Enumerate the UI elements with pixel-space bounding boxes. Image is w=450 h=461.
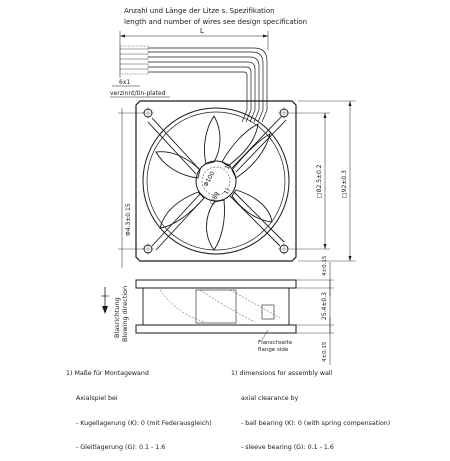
width-dimensions bbox=[290, 100, 356, 262]
blowing-direction-arrow bbox=[101, 287, 109, 314]
bore-diameter-label: □89 bbox=[209, 191, 222, 206]
notes-english: 1) dimensions for assembly wall axial cl… bbox=[231, 354, 390, 461]
lower-flange-label: 4±0.15 bbox=[322, 341, 328, 362]
note-en-line: axial clearance by bbox=[241, 395, 299, 403]
frame-struts bbox=[147, 115, 287, 251]
wire-pitch-label: 6x1 bbox=[119, 79, 130, 86]
total-height-label: 25.4±0.3 bbox=[321, 292, 328, 320]
fan-side-view bbox=[135, 279, 297, 334]
length-dimension bbox=[119, 31, 269, 78]
inner-width-label: □82.5±0.2 bbox=[316, 164, 323, 198]
flange-side-de: Flanschseite bbox=[258, 340, 293, 346]
hole-diameter-label: Φ4.3±0.15 bbox=[125, 203, 132, 236]
fan-blades bbox=[155, 115, 273, 251]
fan-technical-drawing: Anzahl und Länge der Litze s. Spezifikat… bbox=[101, 7, 356, 365]
note-de-line: - Gleitlagerung (G): 0.1 - 1.6 bbox=[76, 444, 166, 452]
side-dimensions bbox=[296, 262, 334, 365]
tinned-label: verzinnt/tin-plated bbox=[110, 90, 166, 97]
header-line-de: Anzahl und Länge der Litze s. Spezifikat… bbox=[124, 7, 275, 15]
mounting-hole bbox=[278, 243, 290, 255]
note-en-line: - ball bearing (K): 0 (with spring compe… bbox=[241, 419, 391, 427]
length-symbol: L bbox=[200, 27, 204, 35]
hub-diameter-label: Φ100 bbox=[203, 170, 217, 188]
hub-marker-label: 1) bbox=[224, 162, 233, 171]
note-de-line: Axialspiel bei bbox=[76, 395, 118, 403]
outer-width-label: □92±0.3 bbox=[341, 170, 348, 198]
note-en-title: 1) dimensions for assembly wall bbox=[231, 370, 333, 378]
mounting-hole bbox=[278, 107, 290, 119]
blowing-direction-en: Blowing direction bbox=[121, 286, 129, 342]
note-de-line: - Kugellagerung (K): 0 (mit Federausglei… bbox=[76, 419, 212, 427]
wire-bundle bbox=[119, 45, 268, 123]
bore-marker-label: 1) bbox=[223, 187, 232, 196]
note-en-line: - sleeve bearing (G): 0.1 - 1.6 bbox=[241, 444, 334, 452]
fan-front-view bbox=[135, 100, 297, 262]
hole-dimension bbox=[118, 108, 144, 268]
notes-german: 1) Maße für Montagewand Axialspiel bei -… bbox=[66, 354, 212, 461]
flange-thickness-label: 4±0.15 bbox=[322, 255, 328, 276]
note-de-title: 1) Maße für Montagewand bbox=[66, 370, 149, 378]
header-line-en: length and number of wires see design sp… bbox=[124, 18, 307, 26]
flange-side-en: flange side bbox=[258, 347, 289, 353]
blowing-direction-de: Blasrichtung bbox=[113, 297, 121, 338]
